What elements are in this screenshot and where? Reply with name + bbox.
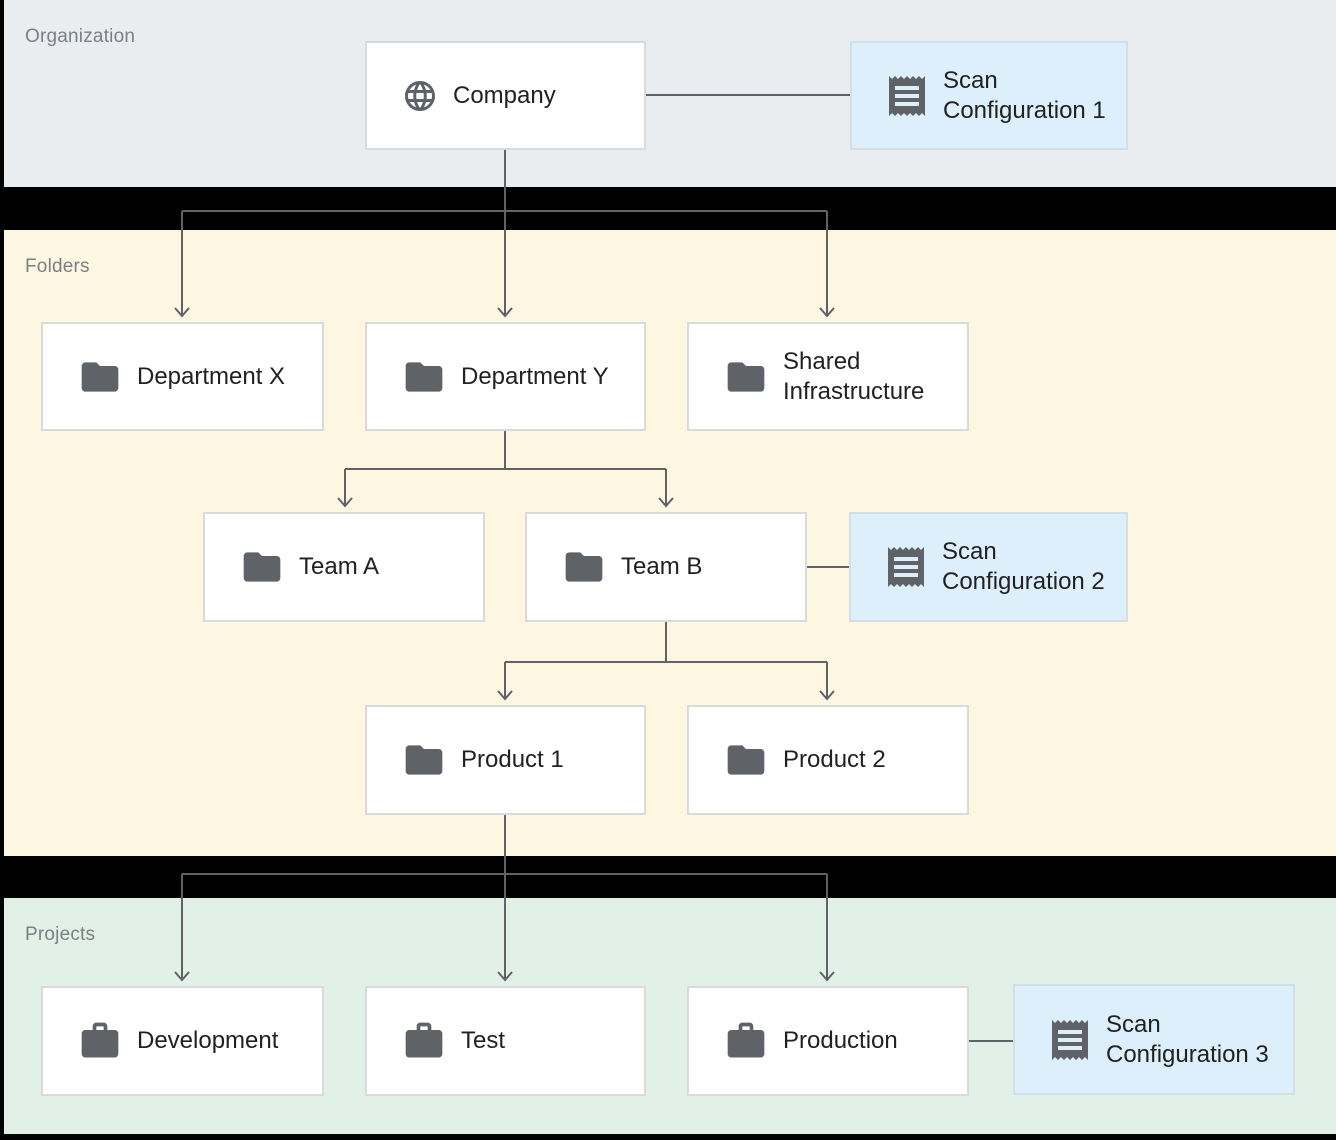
- node-label: Shared Infrastructure: [783, 347, 925, 405]
- department-x-node: Department X: [41, 322, 324, 431]
- node-label: Scan Configuration 2: [942, 538, 1105, 595]
- node-label: Product 2: [783, 746, 886, 773]
- node-label: Team B: [621, 553, 703, 580]
- receipt-icon: [883, 72, 931, 120]
- folder-icon: [78, 355, 122, 399]
- briefcase-icon: [78, 1019, 122, 1063]
- product-2-node: Product 2: [687, 705, 969, 815]
- scan-configuration-2-node: Scan Configuration 2: [849, 512, 1128, 622]
- folder-icon: [402, 355, 446, 399]
- folder-icon: [724, 355, 768, 399]
- department-y-node: Department Y: [365, 322, 646, 431]
- node-label: Department X: [137, 362, 286, 390]
- node-label: Test: [461, 1027, 506, 1054]
- node-label: Scan Configuration 3: [1106, 1010, 1269, 1068]
- shared-infrastructure-node: Shared Infrastructure: [687, 322, 969, 431]
- team-a-node: Team A: [203, 512, 485, 622]
- product-1-node: Product 1: [365, 705, 646, 815]
- organization-band-label: Organization: [25, 26, 136, 47]
- production-node: Production: [687, 986, 969, 1096]
- node-label: Team A: [299, 553, 380, 580]
- receipt-icon: [882, 543, 930, 591]
- scan-configuration-1-node: Scan Configuration 1: [850, 41, 1128, 150]
- folder-icon: [240, 545, 284, 589]
- projects-band-label: Projects: [25, 924, 96, 945]
- receipt-icon: [1046, 1016, 1094, 1064]
- organization-band: Organization: [4, 0, 1336, 187]
- briefcase-icon: [402, 1019, 446, 1063]
- globe-icon: [402, 78, 438, 114]
- node-label: Department Y: [461, 362, 609, 390]
- node-label: Production: [783, 1027, 898, 1054]
- node-label: Development: [137, 1027, 279, 1054]
- node-label: Product 1: [461, 746, 564, 773]
- folder-icon: [562, 545, 606, 589]
- folder-icon: [724, 738, 768, 782]
- scan-configuration-3-node: Scan Configuration 3: [1013, 984, 1295, 1095]
- folder-icon: [402, 738, 446, 782]
- folders-band-label: Folders: [25, 256, 90, 277]
- company-node: Company: [365, 41, 646, 150]
- node-label: Company: [453, 81, 556, 109]
- development-node: Development: [41, 986, 324, 1096]
- node-label: Scan Configuration 1: [943, 66, 1106, 124]
- team-b-node: Team B: [525, 512, 807, 622]
- briefcase-icon: [724, 1019, 768, 1063]
- test-node: Test: [365, 986, 646, 1096]
